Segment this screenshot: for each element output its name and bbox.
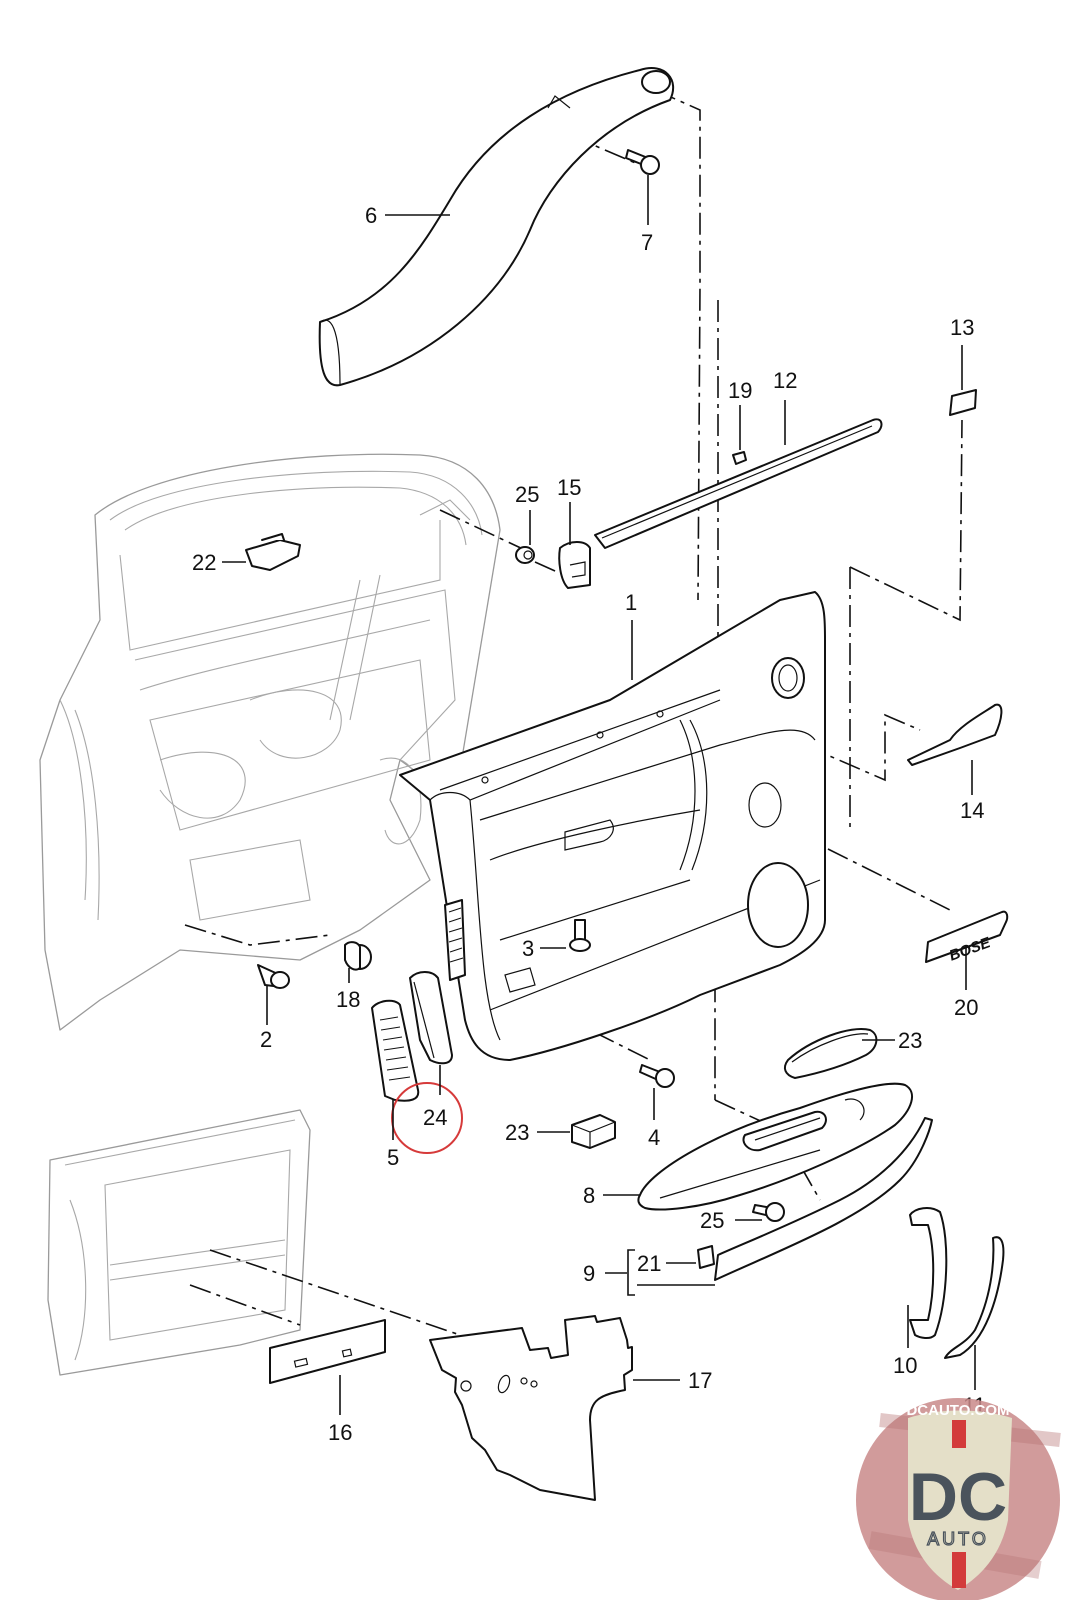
callout-24[interactable]: 24 — [423, 1105, 447, 1130]
part-mirror-trim-cover[interactable] — [558, 541, 591, 589]
part-trim-cover[interactable] — [944, 1236, 1005, 1359]
part-vapor-barrier[interactable] — [429, 1315, 633, 1501]
part-screw-7[interactable] — [625, 149, 660, 175]
callout-9[interactable]: 9 — [583, 1261, 595, 1286]
part-trim-clip[interactable] — [257, 964, 290, 989]
logo-stripe-top — [952, 1420, 966, 1448]
callout-20[interactable]: 20 — [954, 995, 978, 1020]
part-screw-3[interactable] — [569, 919, 591, 952]
callout-23-switch[interactable]: 23 — [505, 1120, 529, 1145]
callout-17[interactable]: 17 — [688, 1368, 712, 1393]
callout-21[interactable]: 21 — [637, 1251, 661, 1276]
callout-1[interactable]: 1 — [625, 590, 637, 615]
logo-stripe-bottom — [952, 1552, 966, 1588]
callout-22[interactable]: 22 — [192, 550, 216, 575]
part-cap[interactable] — [949, 389, 977, 416]
callout-5[interactable]: 5 — [387, 1145, 399, 1170]
callout-25-visible[interactable]: 25 — [700, 1208, 724, 1233]
dcauto-logo: DCAUTO.COM DC AUTO — [856, 1398, 1061, 1600]
logo-mark-text: DC — [909, 1459, 1007, 1535]
part-door-release-handle[interactable] — [907, 703, 1003, 766]
speaker-grille-slats — [379, 1016, 411, 1081]
callout-13[interactable]: 13 — [950, 315, 974, 340]
logo-shield — [908, 1410, 1012, 1590]
part-insert[interactable] — [697, 1245, 715, 1269]
callout-26[interactable]: 25 — [515, 482, 539, 507]
callout-19[interactable]: 19 — [728, 378, 752, 403]
callout-23-trim[interactable]: 23 — [898, 1028, 922, 1053]
part-speaker-grille[interactable] — [371, 999, 420, 1102]
callout-12[interactable]: 12 — [773, 368, 797, 393]
logo-site-text: DCAUTO.COM — [906, 1402, 1009, 1419]
callout-7[interactable]: 7 — [641, 230, 653, 255]
vent-grille-upper — [448, 907, 464, 963]
callout-15[interactable]: 15 — [557, 475, 581, 500]
door-shell-ghost — [39, 453, 501, 1031]
callout-3[interactable]: 3 — [522, 936, 534, 961]
part-sealing-foil[interactable] — [269, 1319, 386, 1384]
callout-labels: 6 7 13 19 12 25 15 22 1 14 20 3 18 2 23 … — [192, 203, 986, 1445]
callout-10[interactable]: 10 — [893, 1353, 917, 1378]
part-grab-handle[interactable] — [318, 67, 675, 387]
part-switch[interactable] — [571, 1114, 616, 1149]
part-door-trim-panel[interactable] — [399, 591, 826, 1061]
part-pull-handle[interactable] — [909, 1207, 948, 1339]
part-armrest-trim[interactable] — [783, 1028, 878, 1079]
callout-6[interactable]: 6 — [365, 203, 377, 228]
callout-18[interactable]: 18 — [336, 987, 360, 1012]
callout-14[interactable]: 14 — [960, 798, 984, 823]
callout-8[interactable]: 8 — [583, 1183, 595, 1208]
highlight-circle — [391, 1082, 463, 1154]
part-retainer[interactable] — [245, 533, 301, 571]
part-screw-25[interactable] — [752, 1202, 785, 1222]
leader-lines — [222, 175, 976, 1415]
part-seal[interactable] — [409, 971, 453, 1065]
door-inner-frame-ghost — [47, 1109, 311, 1376]
part-grommet[interactable] — [515, 546, 535, 564]
callout-4[interactable]: 4 — [648, 1125, 660, 1150]
part-armrest[interactable] — [637, 1082, 914, 1211]
part-clip[interactable] — [732, 451, 747, 465]
part-screw-4[interactable] — [639, 1064, 675, 1088]
part-plug[interactable] — [344, 941, 372, 971]
part-trim-strip[interactable] — [714, 1117, 933, 1281]
callout-16[interactable]: 16 — [328, 1420, 352, 1445]
callout-2[interactable]: 2 — [260, 1027, 272, 1052]
part-window-trim-strip[interactable] — [594, 418, 883, 549]
logo-sub-text: AUTO — [927, 1529, 989, 1549]
